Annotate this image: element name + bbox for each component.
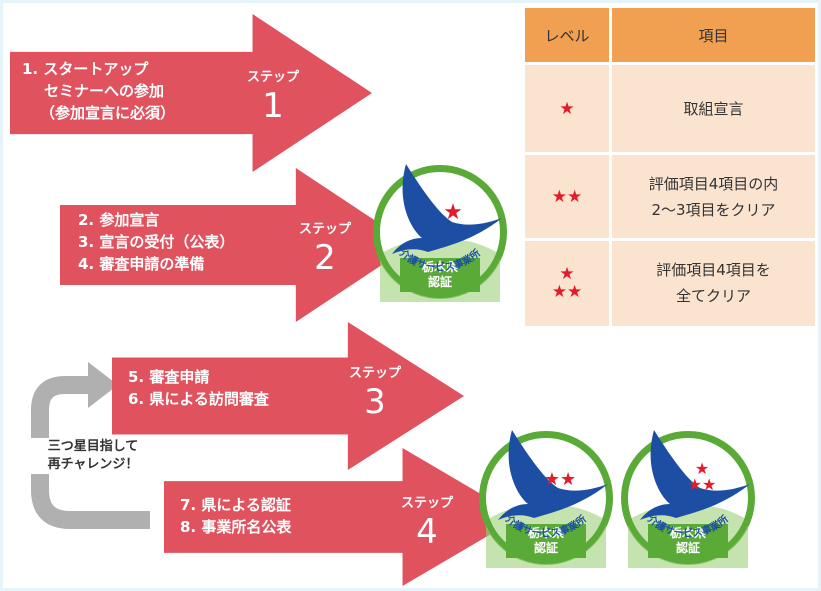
step-3-line-1: 5. 審査申請 bbox=[128, 368, 210, 386]
step-2-label: ステップ bbox=[298, 222, 351, 237]
star-icon: ★ bbox=[559, 98, 575, 119]
step-2-number: 2 bbox=[314, 238, 336, 278]
level-three-stars: ★ ★★ bbox=[525, 238, 612, 326]
step-2-line-1: 2. 参加宣言 bbox=[78, 211, 160, 229]
level-table-header: レベル 項目 bbox=[525, 8, 815, 64]
step-1-line-1: 1. スタートアップ bbox=[22, 60, 149, 78]
step-1-label: ステップ bbox=[246, 70, 299, 85]
step-4-label: ステップ bbox=[400, 496, 453, 511]
star-icon: ★ bbox=[559, 264, 575, 285]
item-line-2: 2～3項目をクリア bbox=[651, 200, 776, 219]
step-1-line-3: （参加宣言に必須） bbox=[40, 104, 176, 122]
step-3-label: ステップ bbox=[348, 366, 401, 381]
badge-certified: 認証 bbox=[676, 540, 700, 555]
star-icon: ★★ bbox=[544, 469, 576, 490]
rechallenge-line-1: 三つ星目指して bbox=[47, 439, 139, 454]
table-row: ★ ★★ 評価項目4項目を 全てクリア bbox=[525, 238, 815, 326]
step-2-text: 2. 参加宣言 3. 宣言の受付（公表） 4. 審査申請の準備 bbox=[78, 209, 234, 275]
step-2-line-2: 3. 宣言の受付（公表） bbox=[78, 233, 235, 251]
item-line-2: 全てクリア bbox=[675, 287, 751, 306]
step-4-line-1: 7. 県による認証 bbox=[180, 496, 291, 514]
step-3-number: 3 bbox=[364, 382, 386, 422]
step-1-text: 1. スタートアップ セミナーへの参加 （参加宣言に必須） bbox=[22, 58, 175, 124]
item-line-1: 取組宣言 bbox=[683, 100, 744, 118]
star-icon: ★★ bbox=[551, 282, 583, 303]
step-4-text: 7. 県による認証 8. 事業所名公表 bbox=[180, 494, 291, 538]
step-3-text: 5. 審査申請 6. 県による訪問審査 bbox=[128, 366, 269, 410]
item-line-1: 評価項目4項目を bbox=[656, 261, 771, 280]
badge-three-stars: ★ ★★ 栃木県 認証 介護サービス事業所 bbox=[618, 428, 758, 578]
step-4-number: 4 bbox=[416, 512, 438, 552]
step-1-line-2: セミナーへの参加 bbox=[44, 82, 165, 100]
item-cell: 評価項目4項目の内 2～3項目をクリア bbox=[610, 152, 815, 240]
step-1-number: 1 bbox=[262, 86, 284, 126]
star-icon: ★★ bbox=[551, 186, 583, 207]
badge-certified: 認証 bbox=[534, 540, 558, 555]
star-icon: ★ bbox=[443, 200, 463, 225]
level-table: レベル 項目 ★ 取組宣言 ★★ 評価項目4項目の内 2～3項目をクリア ★ ★… bbox=[525, 8, 815, 326]
star-icon: ★★ bbox=[688, 475, 717, 494]
badge-one-star: ★ 栃木県 認証 介護サービス事業所 bbox=[370, 162, 510, 312]
step-2-line-3: 4. 審査申請の準備 bbox=[78, 255, 205, 273]
badge-prefecture: 栃木県 bbox=[422, 259, 458, 274]
badge-prefecture: 栃木県 bbox=[528, 525, 564, 540]
header-item: 項目 bbox=[610, 8, 815, 64]
step-4-line-2: 8. 事業所名公表 bbox=[180, 518, 292, 536]
level-one-star: ★ bbox=[525, 62, 612, 154]
badge-prefecture: 栃木県 bbox=[670, 525, 706, 540]
rechallenge-line-2: 再チャレンジ！ bbox=[47, 457, 139, 472]
item-cell: 評価項目4項目を 全てクリア bbox=[610, 238, 815, 326]
star-icon: ★ bbox=[695, 459, 709, 478]
item-cell: 取組宣言 bbox=[610, 62, 815, 154]
header-level: レベル bbox=[525, 8, 612, 64]
step-3-line-2: 6. 県による訪問審査 bbox=[128, 390, 269, 408]
badge-two-stars: ★★ 栃木県 認証 介護サービス事業所 bbox=[476, 428, 616, 578]
item-line-1: 評価項目4項目の内 bbox=[648, 174, 779, 193]
badge-certified: 認証 bbox=[428, 274, 452, 289]
level-two-stars: ★★ bbox=[525, 152, 612, 240]
rechallenge-text: 三つ星目指して 再チャレンジ！ bbox=[30, 438, 156, 474]
table-row: ★ 取組宣言 bbox=[525, 62, 815, 154]
table-row: ★★ 評価項目4項目の内 2～3項目をクリア bbox=[525, 152, 815, 240]
